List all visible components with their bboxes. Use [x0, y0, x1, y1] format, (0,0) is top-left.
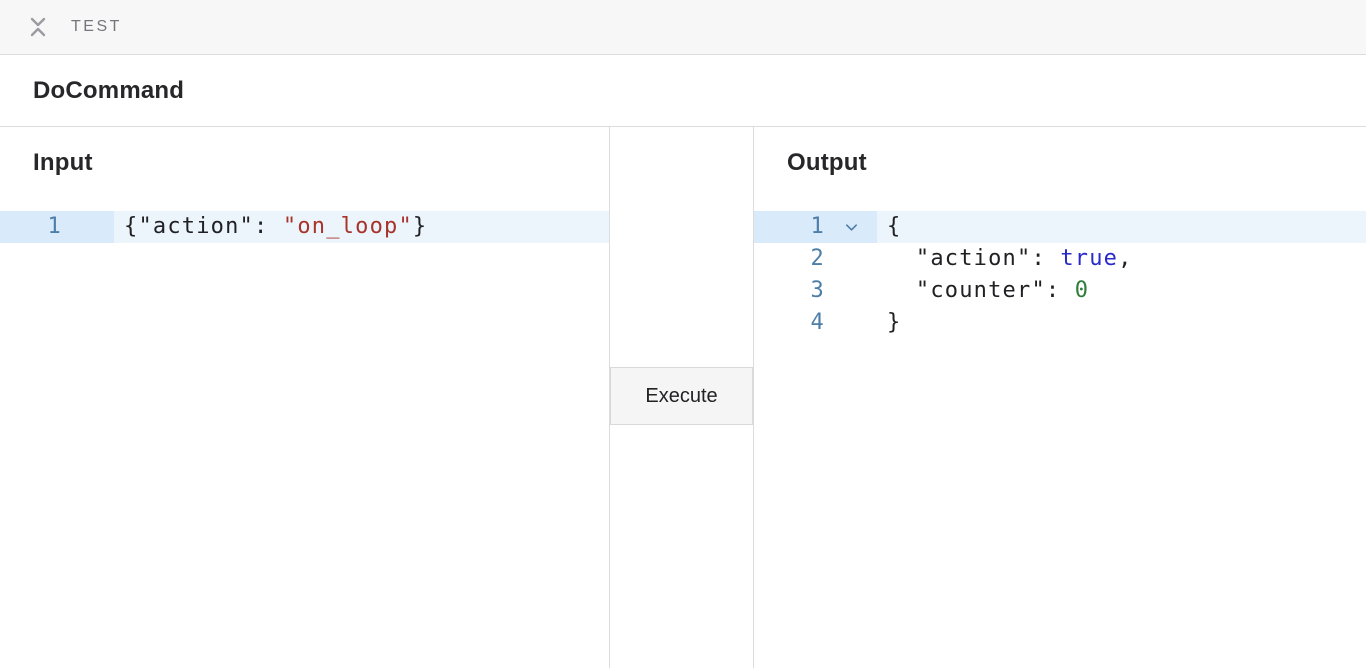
- token-string: "on_loop": [282, 214, 413, 239]
- editor-gutter: 3: [754, 275, 877, 307]
- fold-gutter-spacer: [825, 243, 877, 275]
- fold-gutter-spacer: [825, 307, 877, 339]
- token-plain: {"action":: [124, 214, 283, 239]
- fold-gutter-spacer: [62, 211, 114, 243]
- execute-button[interactable]: Execute: [610, 367, 753, 425]
- token-atom: true: [1060, 246, 1119, 271]
- editor-line: 3 "counter": 0: [754, 275, 1366, 307]
- line-number: 4: [810, 310, 825, 335]
- editor-line: 1{: [754, 211, 1366, 243]
- main-area: Input 1{"action": "on_loop"} Execute Out…: [0, 127, 1366, 668]
- editor-line: 4}: [754, 307, 1366, 339]
- output-panel: Output 1{2 "action": true,3 "counter": 0…: [754, 127, 1366, 668]
- top-bar: TEST: [0, 0, 1366, 55]
- output-panel-title: Output: [787, 149, 867, 176]
- editor-line: 2 "action": true,: [754, 243, 1366, 275]
- editor-gutter: 1: [0, 211, 114, 243]
- token-plain: ,: [1118, 246, 1133, 271]
- line-number: 1: [810, 214, 825, 239]
- line-number: 3: [810, 278, 825, 303]
- input-editor[interactable]: 1 {"action": "on_loop"}: [0, 211, 609, 243]
- editor-gutter: 4: [754, 307, 877, 339]
- line-number: 2: [810, 246, 825, 271]
- fold-gutter-spacer: [825, 275, 877, 307]
- line-number: 1: [47, 214, 62, 239]
- code-line[interactable]: {"action": "on_loop"}: [114, 211, 609, 243]
- code-line: "counter": 0: [877, 275, 1366, 307]
- token-plain: "counter":: [887, 278, 1075, 303]
- input-panel: Input 1 {"action": "on_loop"}: [0, 127, 610, 668]
- token-plain: {: [887, 214, 902, 239]
- token-plain: }: [412, 214, 428, 239]
- command-title: DoCommand: [33, 76, 185, 104]
- execute-column: Execute: [610, 127, 754, 668]
- token-plain: }: [887, 310, 902, 335]
- token-plain: "action":: [887, 246, 1061, 271]
- collapse-vertical-icon[interactable]: [27, 14, 49, 40]
- fold-chevron-down-icon[interactable]: [825, 211, 877, 243]
- top-bar-title: TEST: [71, 18, 122, 35]
- editor-line: 1 {"action": "on_loop"}: [0, 211, 609, 243]
- code-line: }: [877, 307, 1366, 339]
- token-number: 0: [1074, 278, 1090, 303]
- command-header: DoCommand: [0, 55, 1366, 127]
- code-line: "action": true,: [877, 243, 1366, 275]
- editor-gutter: 1: [754, 211, 877, 243]
- editor-gutter: 2: [754, 243, 877, 275]
- code-line: {: [877, 211, 1366, 243]
- input-panel-title: Input: [33, 149, 93, 176]
